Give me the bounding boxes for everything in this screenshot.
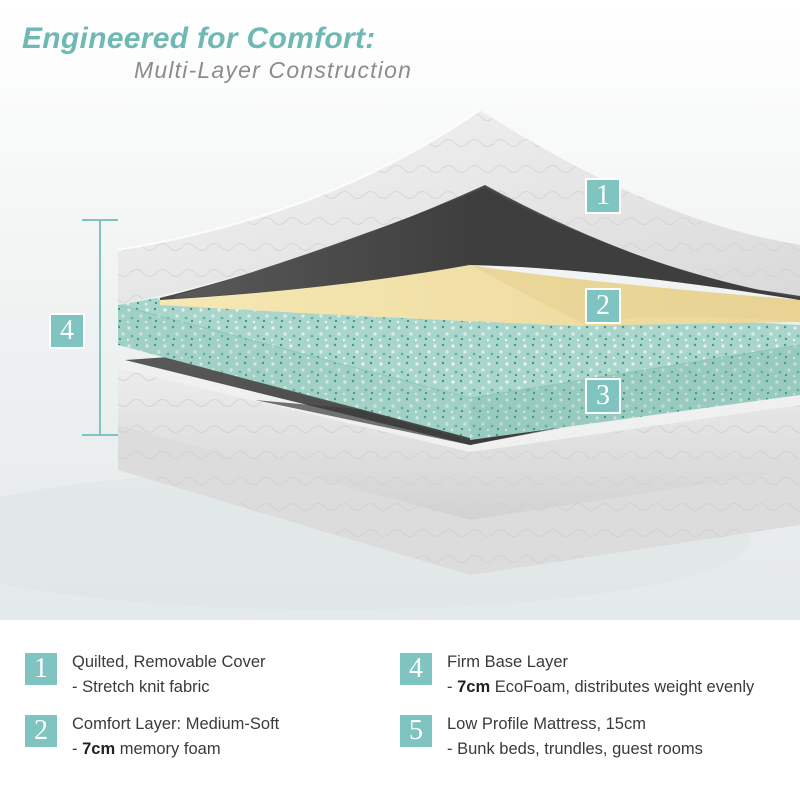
legend-item-title: Comfort Layer: Medium-Soft <box>72 715 280 733</box>
legend-number-badge: 1 <box>23 651 59 687</box>
legend-number-badge: 5 <box>398 713 434 749</box>
legend-item-title: Quilted, Removable Cover <box>72 653 266 671</box>
cover-layer-badge: 1 <box>585 178 621 214</box>
layer-legend: 1 Quilted, Removable Cover - Stretch kni… <box>0 620 800 800</box>
legend-item-detail: - 7cm memory foam <box>72 740 221 758</box>
memory-foam-layer <box>160 265 800 326</box>
height-badge: 4 <box>49 313 85 349</box>
comfort-layer-badge: 2 <box>585 288 621 324</box>
legend-item-title: Low Profile Mattress, 15cm <box>447 715 646 733</box>
legend-item-detail: - 7cm EcoFoam, distributes weight evenly <box>447 678 755 696</box>
base-foam-layer <box>117 290 800 440</box>
top-cover <box>117 109 800 305</box>
legend-item: 1 Quilted, Removable Cover - Stretch kni… <box>23 651 403 707</box>
page-title: Engineered for Comfort: <box>22 22 376 55</box>
mattress-layer-diagram <box>0 0 800 620</box>
page-subtitle: Multi-Layer Construction <box>134 57 413 83</box>
height-dimension-line <box>82 219 118 436</box>
legend-item: 2 Comfort Layer: Medium-Soft - 7cm memor… <box>23 713 403 769</box>
legend-item-title: Firm Base Layer <box>447 653 569 671</box>
legend-item-detail: - Bunk beds, trundles, guest rooms <box>447 740 703 758</box>
legend-item: 5 Low Profile Mattress, 15cm - Bunk beds… <box>398 713 778 769</box>
legend-number-badge: 2 <box>23 713 59 749</box>
legend-item: 4 Firm Base Layer - 7cm EcoFoam, distrib… <box>398 651 778 707</box>
legend-item-detail: - Stretch knit fabric <box>72 678 210 696</box>
base-layer-badge: 3 <box>585 378 621 414</box>
legend-number-badge: 4 <box>398 651 434 687</box>
